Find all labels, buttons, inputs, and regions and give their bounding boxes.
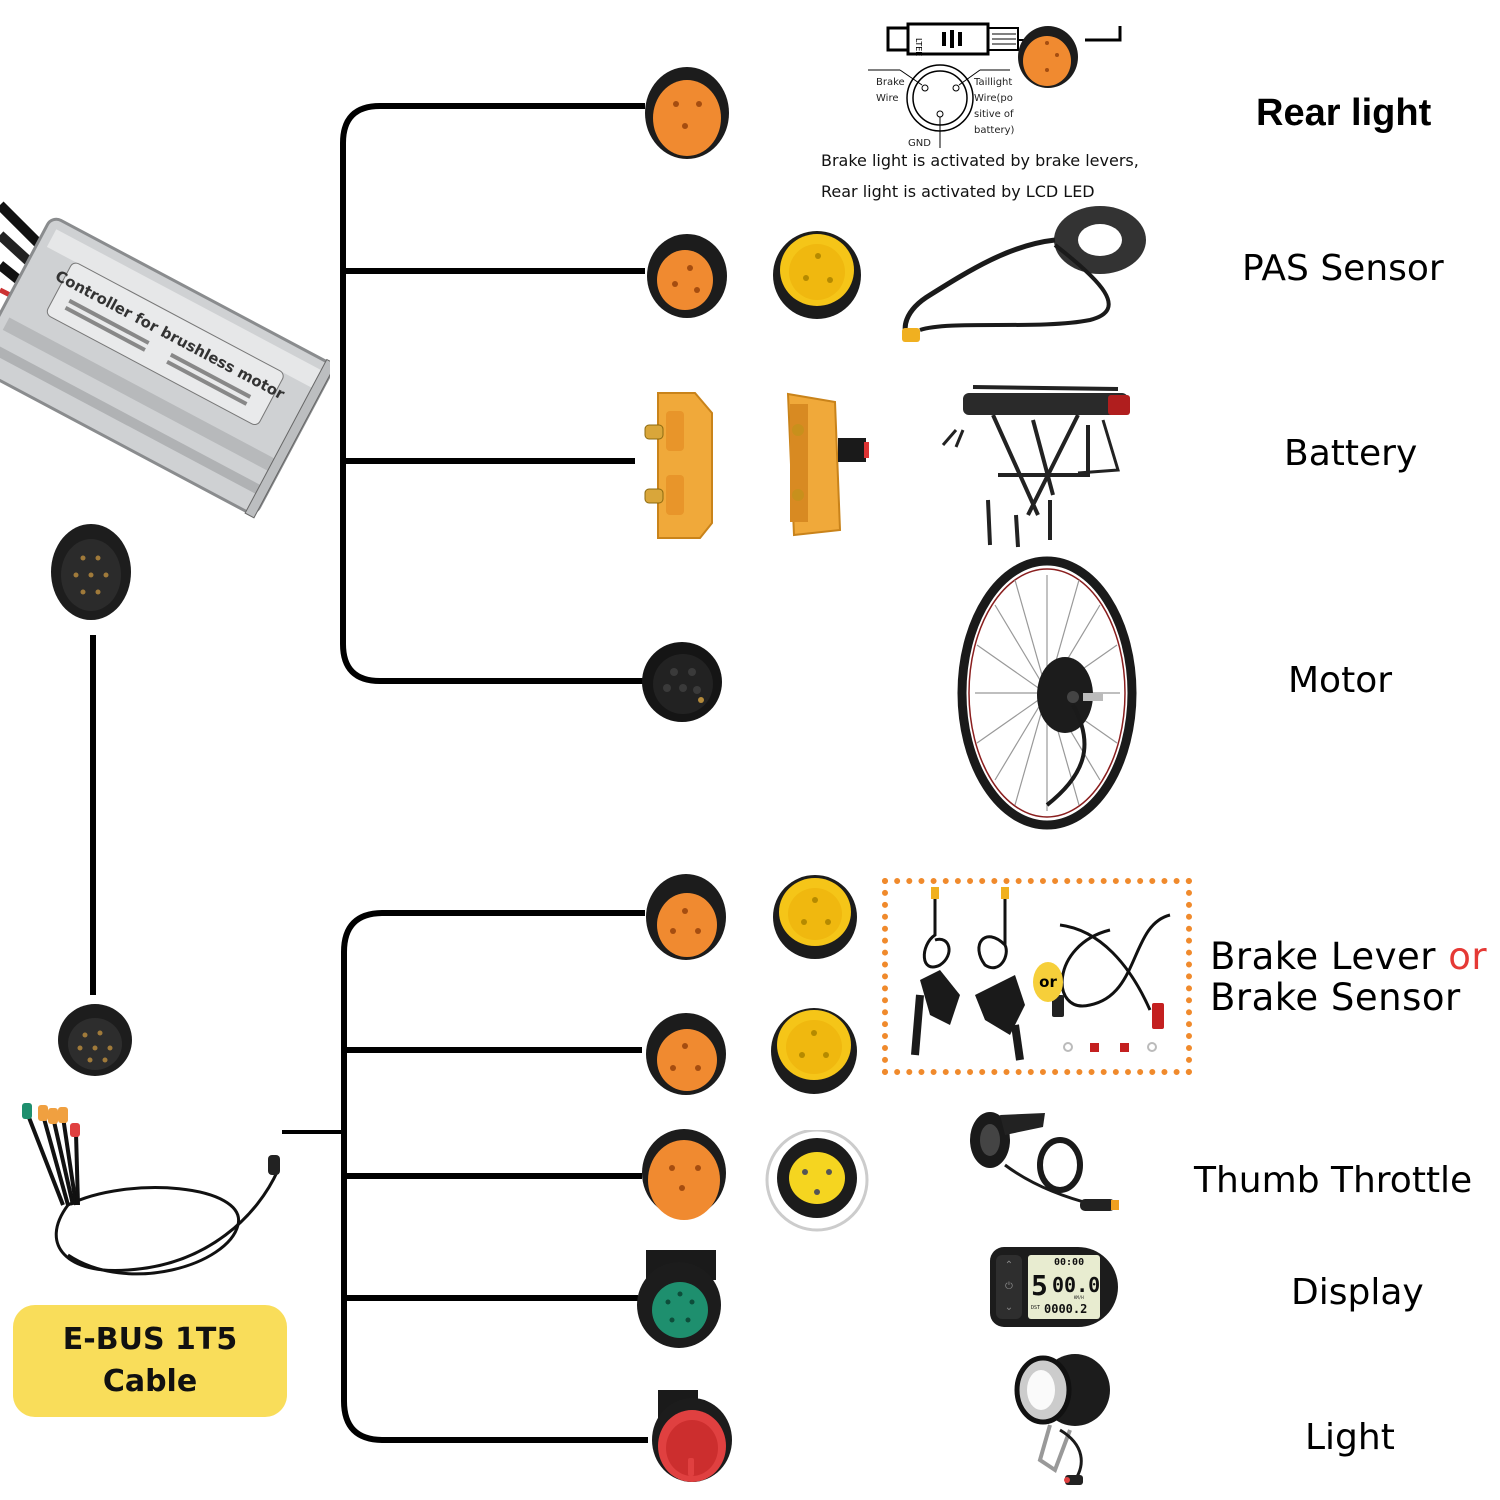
- pas-sensor-image: [902, 206, 1146, 342]
- throttle-mating-connector: [765, 1130, 869, 1232]
- display-up-button-icon: ⌃: [1004, 1260, 1014, 1271]
- plug-marking: LTEE: [914, 38, 923, 56]
- battery-rack-image: [941, 385, 1130, 548]
- display-down-button-icon: ⌄: [1004, 1302, 1014, 1313]
- label-brake-lever: Brake Lever or: [1210, 935, 1487, 978]
- throttle-connector: [642, 1129, 726, 1220]
- display-buttons: ⌃ ⏻ ⌄: [996, 1255, 1022, 1319]
- lcd-speed: 00.0: [1052, 1273, 1101, 1297]
- lcd-display-image: ⌃ ⏻ ⌄ 00:00 5 00.0 KM/H DST 0000.2: [990, 1247, 1118, 1327]
- ebus-cable-badge: E-BUS 1T5 Cable: [13, 1305, 287, 1417]
- lcd-time: 00:00: [1054, 1257, 1085, 1268]
- controller-connector-hit: [48, 520, 138, 625]
- pin-taillight-line-4: battery): [974, 125, 1015, 136]
- label-light: Light: [1305, 1417, 1395, 1458]
- brake-connector-1: [646, 874, 726, 960]
- label-battery: Battery: [1284, 433, 1418, 474]
- brake-connector-2: [646, 1013, 726, 1095]
- headlight-connector: [652, 1390, 732, 1482]
- hub-motor-wheel-image: [957, 556, 1137, 830]
- rear-light-pin-diagram: [868, 64, 1010, 148]
- brake-lever-image: [911, 887, 1171, 1061]
- brake-options-box: [882, 878, 1192, 1075]
- pin-label-gnd: GND: [908, 138, 931, 149]
- ebus-cable-title: E-BUS 1T5: [62, 1322, 238, 1357]
- battery-connector-male: [644, 392, 713, 539]
- rear-light-connector: [645, 67, 729, 159]
- thumb-throttle-image: [970, 1112, 1119, 1211]
- label-display: Display: [1291, 1272, 1424, 1313]
- motor-connector: [642, 642, 722, 722]
- pas-mating-connector: [773, 231, 861, 319]
- headlight-image: [1014, 1354, 1110, 1485]
- brake-mating-connector-1: [773, 875, 857, 959]
- lcd-speed-main: 5: [1031, 1269, 1048, 1302]
- lcd-dst-label: DST: [1031, 1305, 1041, 1311]
- pin-taillight-line-1: Taillight: [974, 77, 1013, 88]
- lcd-odometer: 0000.2: [1044, 1302, 1088, 1316]
- label-pas-sensor: PAS Sensor: [1242, 248, 1444, 289]
- label-rear-light: Rear light: [1256, 92, 1432, 134]
- controller-8pin-connector: [51, 524, 131, 620]
- lcd-screen: 00:00 5 00.0 KM/H DST 0000.2: [1028, 1255, 1100, 1319]
- rear-light-plug-face: [1018, 26, 1078, 88]
- label-thumb-throttle: Thumb Throttle: [1194, 1160, 1473, 1201]
- controller-body: Controller for brushless motor: [0, 217, 330, 519]
- upper-bracket-line: [340, 103, 645, 684]
- pin-label-taillight: Taillight Wire(po sitive of battery): [974, 75, 1014, 139]
- or-badge: or: [1033, 962, 1063, 1002]
- pin-brake-text: Brake Wire: [876, 77, 905, 104]
- display-power-button-icon: ⏻: [1005, 1281, 1013, 1292]
- ebus-main-connector: [58, 1004, 132, 1076]
- pas-connector: [647, 234, 727, 318]
- pin-taillight-line-3: sitive of: [974, 109, 1014, 120]
- rear-light-note-2: Rear light is activated by LCD LED: [821, 182, 1095, 201]
- ebus-harness-image: [22, 1103, 280, 1276]
- lcd-unit: KM/H: [1074, 1295, 1084, 1300]
- ebus-cable-subtitle: Cable: [102, 1364, 198, 1399]
- battery-connector-female: [786, 392, 869, 537]
- label-or-red: or: [1448, 935, 1488, 978]
- controller-image: Controller for brushless motor: [0, 201, 330, 519]
- label-brake-sensor: Brake Sensor: [1210, 976, 1461, 1019]
- rear-light-note-1: Brake light is activated by brake levers…: [821, 151, 1139, 170]
- rear-light-plug-diagram: LTEE: [886, 22, 1122, 56]
- pin-label-brake: Brake Wire: [876, 75, 906, 107]
- label-brake-lever-text: Brake Lever: [1210, 935, 1437, 978]
- brake-mating-connector-2: [771, 1008, 857, 1094]
- label-motor: Motor: [1288, 660, 1393, 701]
- pin-taillight-line-2: Wire(po: [974, 93, 1013, 104]
- display-connector: [637, 1250, 721, 1348]
